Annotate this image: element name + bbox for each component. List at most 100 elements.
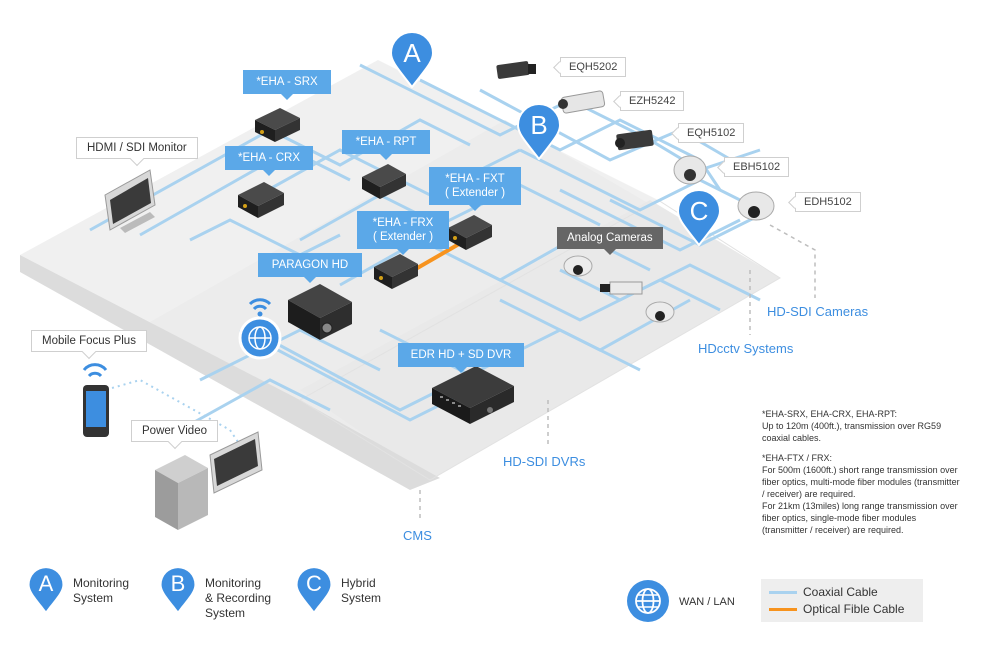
callout-eha-srx: *EHA - SRX [243,70,331,100]
cable [359,63,761,172]
camera-ebh5102 [673,155,707,185]
cable-legend: Coaxial Cable Optical Fible Cable [761,579,923,622]
cable-legend-optical: Optical Fible Cable [769,602,904,616]
note-1-body: Up to 120m (400ft.), transmission over R… [762,421,942,443]
tag-mobile-focus: Mobile Focus Plus [31,330,147,352]
wan-lan-node [238,298,282,360]
pin-a-icon [389,31,435,89]
edr-dvr-device [432,366,514,424]
legend-b-text: Monitoring & Recording System [205,576,271,621]
power-video-device [155,431,263,530]
pin-b-icon [516,103,562,161]
notes-block: *EHA-SRX, EHA-CRX, EHA-RPT: Up to 120m (… [762,408,962,544]
cable [189,218,341,257]
wireless-links [111,378,241,446]
callout-eha-fxt: *EHA - FXT ( Extender ) [429,167,521,211]
cable [519,148,751,212]
camera-eqh5102 [615,129,654,151]
pin-a-label: A [403,38,421,68]
legend-b-line-2: & Recording [205,591,272,605]
hdmi-monitor-device [104,169,156,233]
camera-tag-ebh5102: EBH5102 [724,157,790,177]
pin-b: B [516,103,562,161]
legend-pin-c-label: C [306,571,322,596]
tag-power-video: Power Video [131,420,218,442]
wireless-link [111,378,231,431]
platform-bottom [20,255,440,490]
cable-legend-coaxial: Coaxial Cable [769,585,878,599]
camera-eqh5202 [496,61,536,79]
note-2: *EHA-FTX / FRX: For 500m (1600ft.) short… [762,452,962,536]
legend-b-line-3: System [205,606,246,620]
legend-pin-b-icon [161,568,195,612]
cable [559,188,741,252]
callout-eha-rpt: *EHA - RPT [342,130,430,160]
platform-edge [299,199,781,481]
cable [199,328,381,382]
leader-lines [419,224,816,520]
legend-a-line-1: Monitoring [73,576,130,590]
cable [559,263,761,302]
legend-c-line-1: Hybrid [341,576,376,590]
label-cms: CMS [403,528,432,543]
legend-pin-c-icon [297,568,331,612]
optical-swatch [769,608,797,612]
wan-lan-legend-icon [627,580,669,622]
tag-hdmi-monitor: HDMI / SDI Monitor [76,137,198,159]
camera-tag-ezh5242: EZH5242 [620,91,685,111]
note-1: *EHA-SRX, EHA-CRX, EHA-RPT: Up to 120m (… [762,408,962,444]
eha-rpt-device [362,164,406,199]
cable [89,118,471,232]
analog-camera-dome-1 [563,255,593,277]
label-hd-sdi-dvrs: HD-SDI DVRs [503,454,586,469]
eha-crx-device [238,182,284,218]
tag-analog-cameras: Analog Cameras [557,227,663,255]
pin-b-label: B [530,110,548,140]
analog-camera-dome-2 [645,301,675,323]
leader-line [769,224,816,298]
camera-tag-edh5102: EDH5102 [795,192,861,212]
cable [419,78,722,191]
mobile-device [82,363,109,437]
callout-eha-crx: *EHA - CRX [225,146,313,176]
camera-edh5102 [737,191,775,221]
label-hd-sdi-cameras: HD-SDI Cameras [767,304,869,319]
note-2-title: *EHA-FTX / FRX: [762,453,833,463]
eha-frx-device [374,254,418,289]
label-hdcctv-systems: HDcctv Systems [698,341,794,356]
note-1-title: *EHA-SRX, EHA-CRX, EHA-RPT: [762,409,898,419]
callout-eha-fxt-line2: ( Extender ) [444,187,506,199]
coaxial-label: Coaxial Cable [803,585,878,599]
callout-edr-dvr: EDR HD + SD DVR [398,343,524,373]
legend-pin-c: C [296,568,332,612]
legend-wan-lan: WAN / LAN [679,596,735,608]
eha-srx-device [255,108,300,142]
camera-tag-eqh5102: EQH5102 [678,123,745,143]
legend-a-line-2: System [73,591,114,605]
callout-eha-frx: *EHA - FRX ( Extender ) [357,211,449,255]
legend-pin-b: B [160,568,196,612]
note-2-line-1: For 500m (1600ft.) short range transmiss… [762,465,960,499]
callout-paragon-hd: PARAGON HD [258,253,362,283]
legend-b-line-1: Monitoring [205,576,262,590]
legend-c-text: Hybrid System [341,576,381,606]
pin-a: A [389,31,435,89]
callout-eha-frx-line2: ( Extender ) [372,231,434,243]
eha-fxt-device [448,215,492,250]
pin-c: C [676,189,722,247]
coaxial-swatch [769,591,797,595]
optical-label: Optical Fible Cable [803,602,905,616]
note-2-line-2: For 21km (13miles) long range transmissi… [762,501,958,535]
cable [179,378,331,432]
legend-pin-a: A [28,568,64,612]
camera-ezh5242 [558,90,606,114]
legend-pin-a-icon [29,568,63,612]
legend-pin-a-label: A [38,571,54,596]
callout-eha-fxt-line1: *EHA - FXT [445,173,505,185]
platform-dvr [150,120,760,470]
pin-c-icon [676,189,722,247]
legend-c-line-2: System [341,591,382,605]
legend-pin-b-label: B [170,571,186,596]
